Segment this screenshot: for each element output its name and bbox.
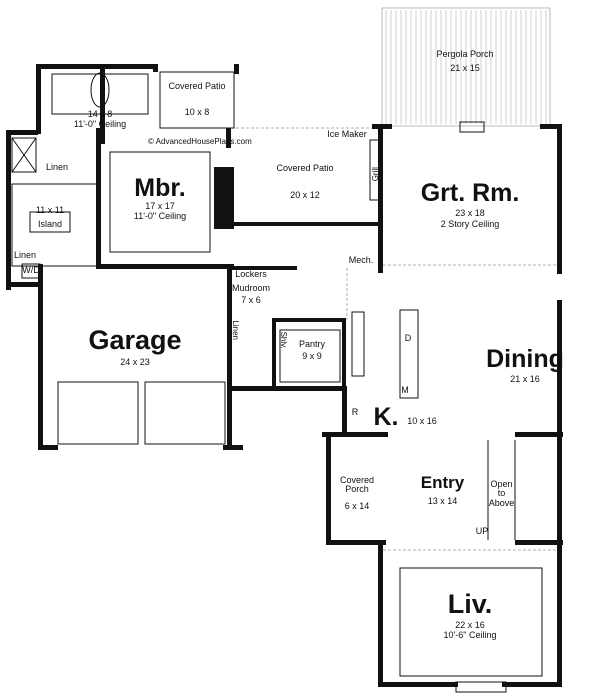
up-label: UP [475,526,489,536]
dashed-lines [236,127,557,551]
living-room-ceiling: 10'-6" Ceiling [443,630,497,640]
open-above-label: Open to Above [488,479,515,508]
dining-name: Dining [486,345,564,373]
microwave-label: M [401,385,409,395]
great-room-name: Grt. Rm. [420,179,520,207]
wd-label: W/D [22,265,40,275]
mbr-ceiling: 11'-0" Ceiling [133,211,187,221]
covered-porch-dim: 6 x 14 [344,501,370,511]
covered-patio-top-name: Covered Patio [168,81,226,91]
entry-name: Entry [420,473,465,492]
linen-1-label: Linen [45,162,69,172]
mbr-dim: 17 x 17 [145,201,175,211]
ice-maker-label: Ice Maker [327,129,367,139]
pergola-outline [381,7,551,127]
mudroom-name: Mudroom [231,283,270,293]
bath-dim: 14 x 8 [87,109,113,119]
pantry-name: Pantry [298,339,325,349]
lockers-label: Lockers [235,269,267,279]
mech-label: Mech. [348,255,374,265]
great-room-ceiling: 2 Story Ceiling [440,219,500,229]
mbr-name: Mbr. [134,174,186,202]
watermark: © AdvancedHousePlans.com [148,137,252,146]
entry-dim: 13 x 14 [427,496,458,506]
closet-island-label: Island [37,219,63,229]
interior-lines [11,71,543,693]
dishwasher-label: D [404,333,412,343]
mudroom-dim: 7 x 6 [241,295,261,305]
linen-2-label: Linen [13,250,37,260]
closet-dim: 11 x 11 [35,205,65,215]
linen-3-label: Linen [231,320,241,340]
pergola-porch-name: Pergola Porch [436,49,494,59]
covered-patio-top-dim: 10 x 8 [184,107,210,117]
great-room-dim: 23 x 18 [455,208,485,218]
covered-patio-mid-name: Covered Patio [276,163,334,173]
dining-dim: 21 x 16 [510,374,540,384]
living-room-dim: 22 x 16 [455,620,485,630]
kitchen-name: K. [373,403,399,431]
fridge-label: R [351,407,359,417]
pergola-porch-dim: 21 x 15 [450,63,480,73]
grill-label: Grill [370,167,380,182]
living-room-name: Liv. [447,589,493,619]
covered-porch-name: Covered Porch [339,475,375,495]
garage-dim: 24 x 23 [120,357,150,367]
bath-ceiling: 11'-0" Ceiling [73,119,127,129]
covered-patio-mid-dim: 20 x 12 [290,190,320,200]
pantry-dim: 9 x 9 [302,351,322,361]
pergola-hatching [385,10,547,124]
garage-name: Garage [88,325,182,355]
kitchen-dim: 10 x 16 [407,416,437,426]
